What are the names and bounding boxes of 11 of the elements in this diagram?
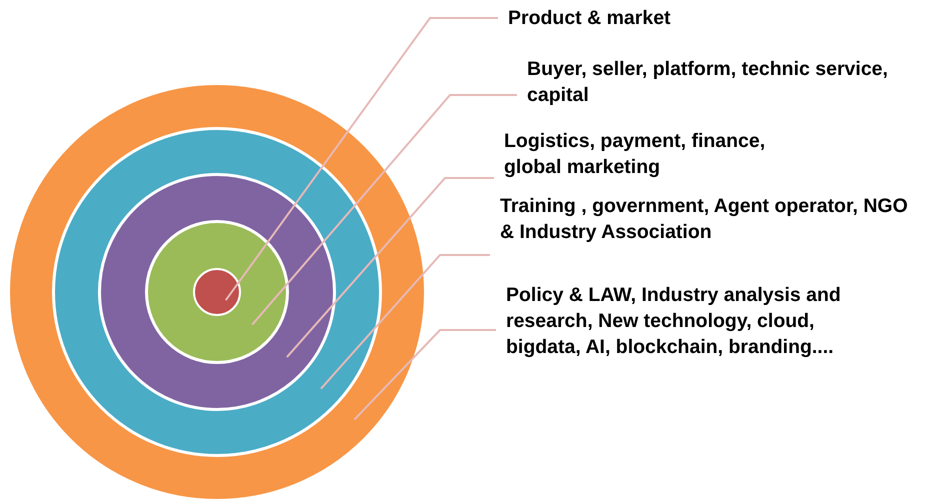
label-text: Buyer, seller, platform, technic service, capital <box>527 57 889 108</box>
leader-line <box>320 254 490 390</box>
leader-line <box>251 94 517 326</box>
leader-line <box>286 177 494 358</box>
ring-circle <box>193 268 241 316</box>
label-text: Product & market <box>508 6 672 31</box>
label-text: Training , government, Agent operator, NGO & Industry Association <box>500 194 909 245</box>
label-text: Logistics, payment, finance, global marketing <box>504 129 766 180</box>
leader-line <box>224 17 498 301</box>
leader-line <box>354 329 496 420</box>
label-text: Policy & LAW, Industry analysis and research, New technology, cloud, bigdata, AI, blockchain, branding.... <box>506 283 842 360</box>
